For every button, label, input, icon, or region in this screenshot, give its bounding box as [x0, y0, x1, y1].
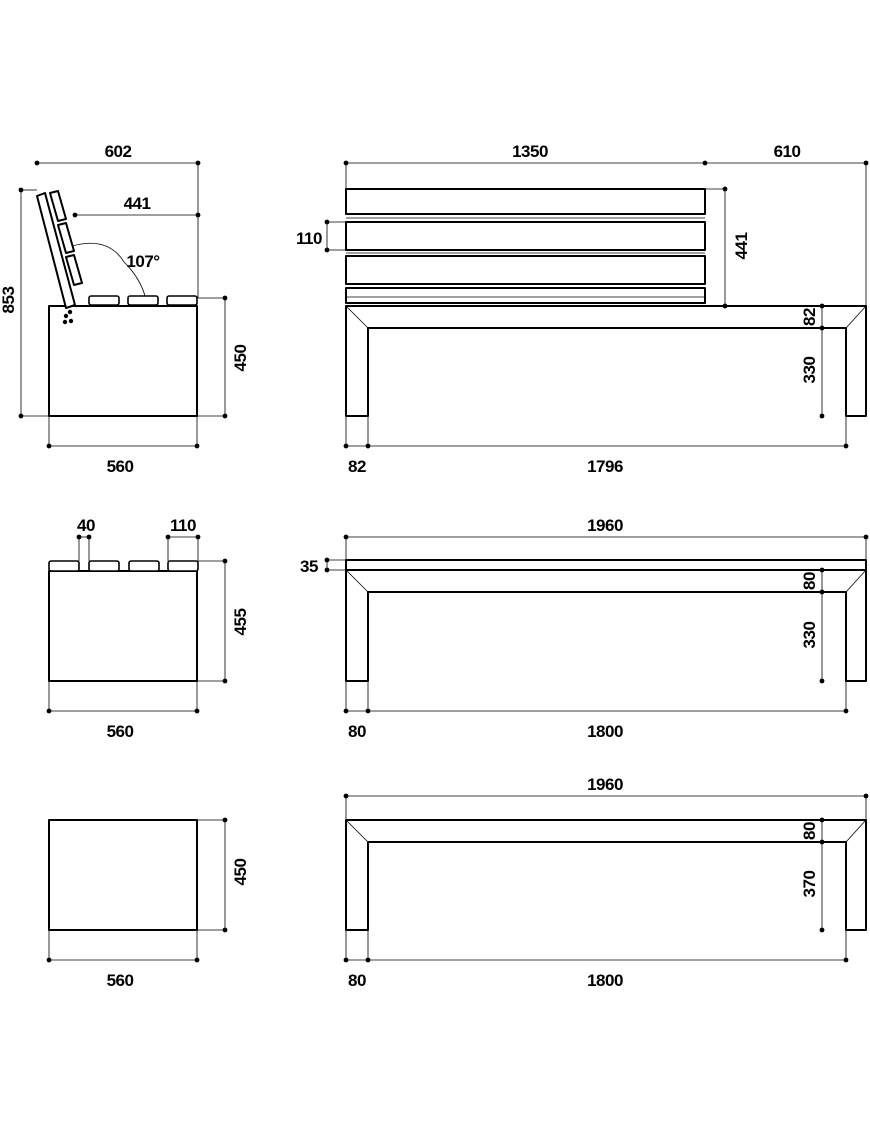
backrest-post [36, 192, 76, 309]
dim-backrest-height: 441 [732, 233, 751, 260]
bolt [68, 318, 74, 324]
backrest-slat [345, 221, 706, 251]
solid-bench-side-view: 450 560 [46, 817, 250, 990]
dim-seat-depth: 441 [124, 194, 151, 213]
dim-leg-height: 370 [800, 871, 819, 898]
seat-slat [127, 295, 159, 306]
bolt [62, 319, 68, 325]
dim-leg-height: 330 [800, 357, 819, 384]
backrest-slat [57, 222, 75, 254]
dim-leg-width: 80 [348, 722, 366, 741]
bolt [63, 313, 69, 319]
dim-base-depth: 560 [107, 722, 134, 741]
dim-inner-length: 1800 [587, 722, 623, 741]
seat-slat [48, 560, 80, 572]
dim-slat-gap: 40 [77, 516, 95, 535]
dim-top-thickness: 80 [800, 572, 819, 590]
dim-overall-length: 1960 [587, 516, 623, 535]
bolt [67, 309, 73, 315]
dim-top-thickness: 82 [800, 308, 819, 326]
seat-slats [345, 559, 867, 571]
dim-top-thickness: 80 [800, 822, 819, 840]
backrest-slat [65, 254, 83, 286]
backrest-slat [49, 190, 67, 222]
dim-seat-height: 450 [231, 859, 250, 886]
base-block [48, 305, 198, 417]
dim-seat-height: 450 [231, 345, 250, 372]
base-block [48, 570, 198, 682]
seat-slat [88, 295, 120, 306]
dim-slat-thickness: 35 [300, 557, 318, 576]
dim-base-depth: 560 [107, 457, 134, 476]
dim-leg-width: 82 [348, 457, 366, 476]
slatted-bench-side-view: 40 110 455 560 [46, 516, 250, 741]
bench-frame [345, 305, 867, 417]
dim-base-depth: 560 [107, 971, 134, 990]
backrest-slat [345, 255, 706, 285]
dim-slat-width: 110 [170, 516, 196, 535]
dim-leg-height: 330 [800, 622, 819, 649]
bench-frame [345, 819, 867, 931]
slatted-bench-front-view: 1960 35 80 330 80 1800 [300, 516, 869, 741]
backrest-bench-front-view: 1350 610 110 441 82 330 82 1796 [296, 142, 869, 476]
bench-frame [345, 569, 867, 682]
seat-slat [128, 560, 160, 572]
seat-slat [88, 560, 120, 572]
backrest-slat [345, 287, 706, 304]
dim-inner-length: 1800 [587, 971, 623, 990]
dim-leg-width: 80 [348, 971, 366, 990]
dim-backrest-length: 1350 [512, 142, 548, 161]
dim-overall-length: 1960 [587, 775, 623, 794]
seat-slat [167, 560, 199, 572]
solid-bench-front-view: 1960 80 370 80 1800 [343, 775, 869, 990]
dim-slat-width: 110 [296, 229, 322, 248]
dim-inner-length: 1796 [587, 457, 623, 476]
dim-seat-height: 455 [231, 609, 250, 636]
dim-overall-depth: 602 [105, 142, 132, 161]
backrest-bench-side-view: 602 441 107° 853 450 560 [0, 142, 250, 476]
backrest-slat [345, 188, 706, 215]
dim-overall-height: 853 [0, 287, 18, 314]
dim-free-seat-length: 610 [774, 142, 801, 161]
base-block [48, 819, 198, 931]
dim-backrest-angle: 107° [126, 252, 160, 271]
seat-slat [166, 295, 198, 306]
